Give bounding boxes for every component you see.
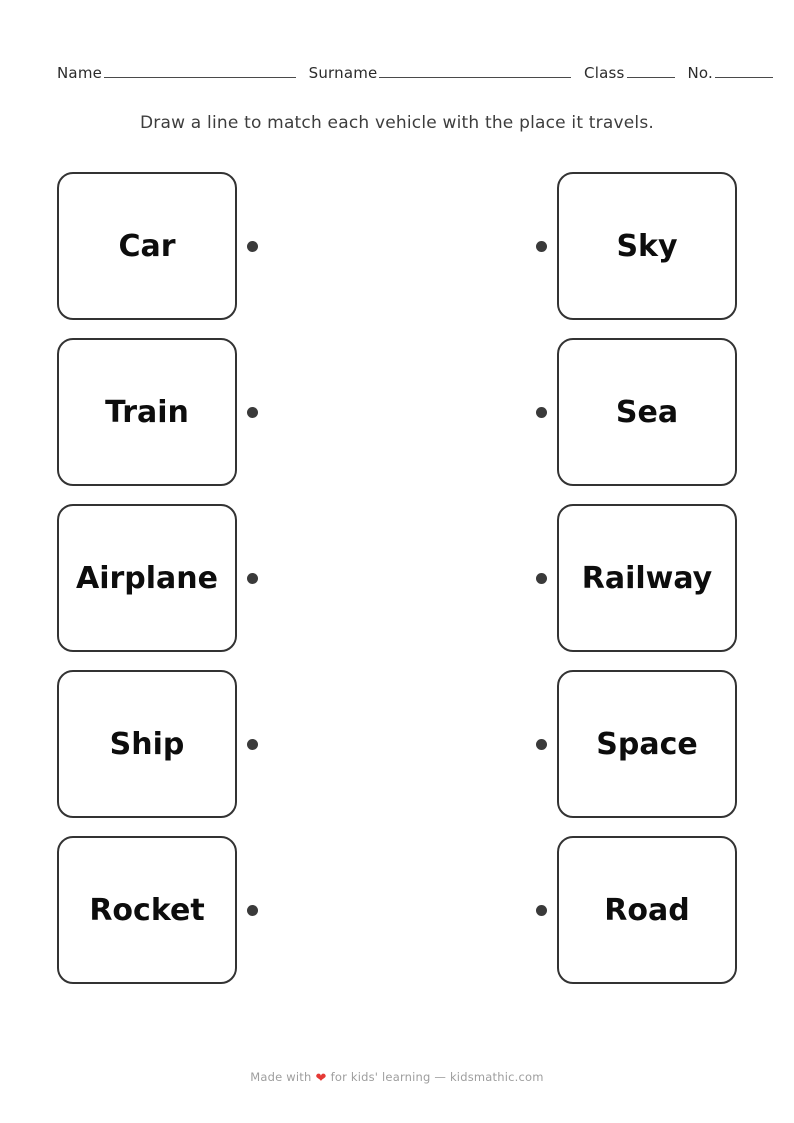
class-blank[interactable] bbox=[626, 77, 675, 78]
footer-made-with: Made with bbox=[250, 1070, 312, 1084]
surname-label: Surname bbox=[308, 64, 378, 82]
instruction-text: Draw a line to match each vehicle with t… bbox=[140, 113, 654, 133]
vehicle-card-label: Ship bbox=[109, 726, 185, 762]
place-card-sky[interactable]: Sky bbox=[557, 172, 737, 320]
place-card-label: Railway bbox=[581, 560, 713, 596]
vehicle-card-rocket[interactable]: Rocket bbox=[57, 836, 237, 984]
match-row-3: Airplane Railway bbox=[57, 504, 737, 652]
place-card-space[interactable]: Space bbox=[557, 670, 737, 818]
place-card-sea[interactable]: Sea bbox=[557, 338, 737, 486]
name-blank[interactable] bbox=[104, 77, 296, 78]
place-card-label: Road bbox=[604, 892, 690, 928]
match-dot-sky[interactable] bbox=[536, 240, 547, 252]
surname-blank[interactable] bbox=[379, 77, 572, 78]
vehicle-card-label: Airplane bbox=[75, 560, 218, 596]
place-card-road[interactable]: Road bbox=[557, 836, 737, 984]
vehicle-card-ship[interactable]: Ship bbox=[57, 670, 237, 818]
name-label: Name bbox=[57, 64, 103, 82]
match-row-2: Train Sea bbox=[57, 338, 737, 486]
match-dot-space[interactable] bbox=[536, 738, 547, 750]
place-card-label: Sea bbox=[615, 394, 679, 430]
match-dot-railway[interactable] bbox=[536, 572, 547, 584]
vehicle-card-train[interactable]: Train bbox=[57, 338, 237, 486]
footer-credit: Made with❤for kids' learning — kidsmathi… bbox=[0, 1070, 794, 1086]
place-card-railway[interactable]: Railway bbox=[557, 504, 737, 652]
matching-area: Car Sky Train Sea Airplane bbox=[57, 172, 737, 984]
class-label: Class bbox=[584, 64, 625, 82]
match-row-4: Ship Space bbox=[57, 670, 737, 818]
vehicle-card-airplane[interactable]: Airplane bbox=[57, 504, 237, 652]
vehicle-card-label: Rocket bbox=[89, 892, 205, 928]
match-dot-car[interactable] bbox=[247, 240, 258, 252]
match-row-5: Rocket Road bbox=[57, 836, 737, 984]
student-info-row: Name Surname Class No. bbox=[57, 64, 774, 82]
footer-rest: for kids' learning — kidsmathic.com bbox=[330, 1070, 544, 1084]
match-dot-sea[interactable] bbox=[536, 406, 547, 418]
match-dot-ship[interactable] bbox=[247, 738, 258, 750]
match-dot-train[interactable] bbox=[247, 406, 258, 418]
vehicle-card-label: Car bbox=[118, 228, 176, 264]
match-dot-rocket[interactable] bbox=[247, 904, 258, 916]
vehicle-card-car[interactable]: Car bbox=[57, 172, 237, 320]
match-row-1: Car Sky bbox=[57, 172, 737, 320]
no-label: No. bbox=[687, 64, 714, 82]
no-blank[interactable] bbox=[715, 77, 774, 78]
heart-icon: ❤ bbox=[315, 1071, 327, 1086]
place-card-label: Space bbox=[596, 726, 698, 762]
place-card-label: Sky bbox=[616, 228, 678, 264]
match-dot-road[interactable] bbox=[536, 904, 547, 916]
match-dot-airplane[interactable] bbox=[247, 572, 258, 584]
vehicle-card-label: Train bbox=[105, 394, 189, 430]
